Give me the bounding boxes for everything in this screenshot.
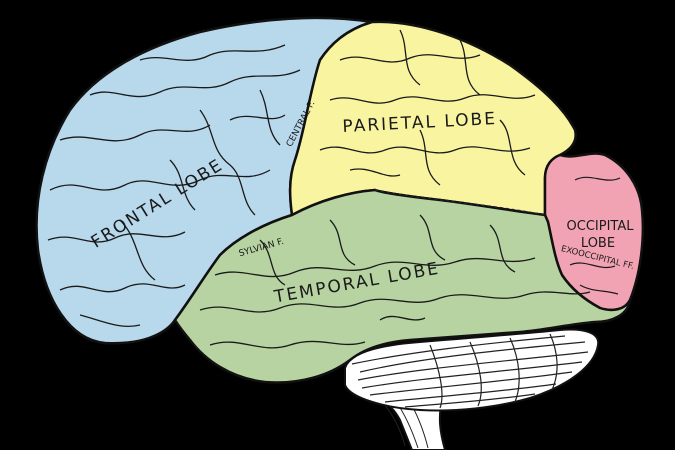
frontal-gyri [47, 44, 301, 327]
occipital-gyri [569, 176, 621, 295]
parietal-gyri [319, 29, 536, 186]
occipital-lobe-label-line1: OCCIPITAL [567, 219, 635, 234]
cerebellum-folia [351, 333, 589, 409]
temporal-gyri [199, 214, 591, 349]
occipital-lobe-label-line2: LOBE [581, 236, 615, 251]
parietal-temporal-boundary [374, 189, 546, 216]
